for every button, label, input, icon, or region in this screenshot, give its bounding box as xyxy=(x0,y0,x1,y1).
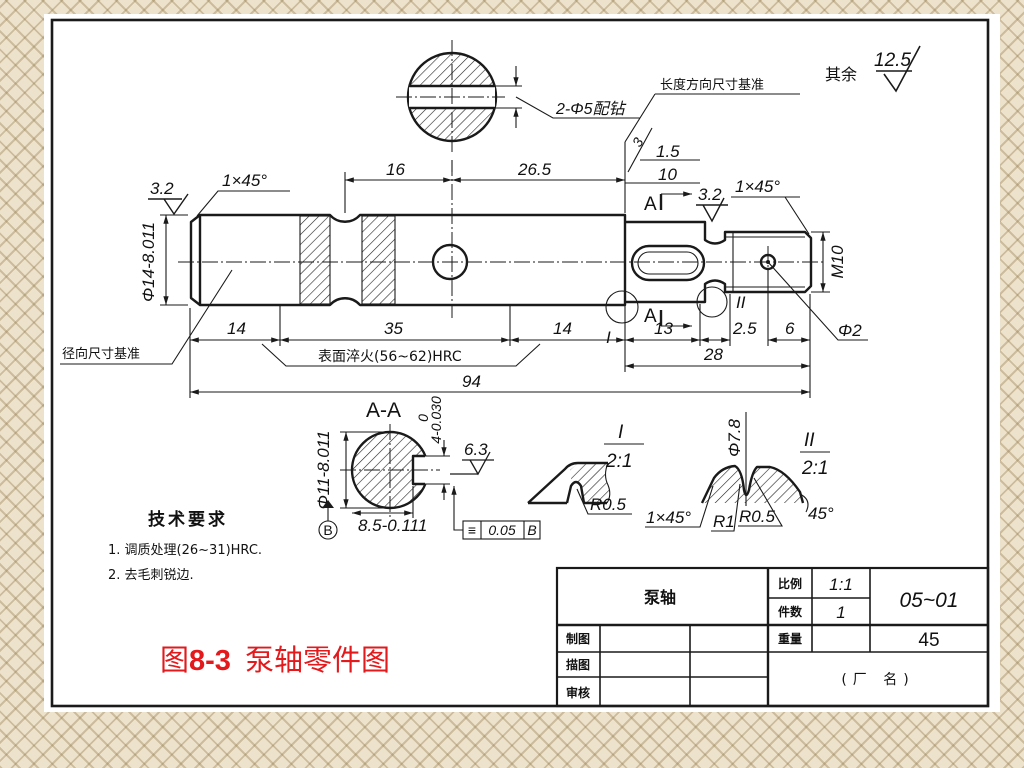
section-mark-bottom: A xyxy=(644,306,657,327)
hole-section-view: 2-Φ5配钻 xyxy=(396,40,640,152)
detail-ii-radius-1: R1 xyxy=(713,512,735,531)
tech-req-item-1: 1. 调质处理(26~31)HRC. xyxy=(108,543,262,558)
datum-radial-label: 径向尺寸基准 xyxy=(62,346,140,362)
title-block: 泵轴 比例 1:1 件数 1 05~01 重量 45 制图 描图 审核 (厂 名… xyxy=(555,566,990,708)
detail-i-radius: R0.5 xyxy=(590,495,626,514)
dim-94: 94 xyxy=(462,372,481,391)
detail-ii: II 2:1 Φ7.8 1×45° R1 R0.5 45° xyxy=(645,412,834,532)
section-a-a: A-A Φ11-8.011 0 4-0.030 6.3 8.5-0.111 B … xyxy=(314,396,541,540)
traced-label: 描图 xyxy=(566,657,590,672)
detail-ii-chamfer: 1×45° xyxy=(646,508,691,527)
tolerance-symbol: ≡ xyxy=(468,522,476,538)
quantity-value: 1 xyxy=(836,603,845,622)
left-diameter-value: Φ14-8.011 xyxy=(139,222,158,302)
scale-value: 1:1 xyxy=(829,575,853,594)
drawing-number: 05~01 xyxy=(900,589,959,612)
symmetry-tolerance-frame: ≡ 0.05 B xyxy=(451,486,541,540)
section-mark-top: A xyxy=(644,194,657,215)
keyway-width-upper: 0 xyxy=(415,414,431,422)
tech-req-title: 技术要求 xyxy=(148,509,228,530)
weight-label: 重量 xyxy=(778,631,802,646)
tolerance-value: 0.05 xyxy=(488,522,515,538)
quantity-label: 件数 xyxy=(778,604,803,619)
left-roughness-value: 3.2 xyxy=(150,179,174,198)
material-value: 45 xyxy=(918,630,939,651)
drawing-sheet xyxy=(44,14,1000,712)
detail-i: I 2:1 R0.5 xyxy=(527,422,644,515)
keyway-width: 4-0.030 xyxy=(428,396,444,444)
dim-2-5: 2.5 xyxy=(732,319,757,338)
roughness-other-label: 其余 xyxy=(825,65,857,84)
hardened-zone-1 xyxy=(299,215,331,305)
shaft-main-view xyxy=(178,160,826,318)
bottom-dimensions: 14 35 14 13 2.5 6 表面淬火(56~62)HRC 28 94 xyxy=(189,270,811,398)
company-name: (厂 名) xyxy=(841,672,914,688)
keyway-slot xyxy=(630,244,706,282)
tolerance-datum: B xyxy=(527,522,536,538)
dim-6: 6 xyxy=(785,319,795,338)
length-datum-note: 长度方向尺寸基准 xyxy=(624,77,800,143)
general-roughness: 其余 12.5 xyxy=(825,45,921,93)
detail-i-scale: 2:1 xyxy=(605,451,632,472)
right-chamfer-value: 1×45° xyxy=(735,177,780,196)
detail-ii-radius-2: R0.5 xyxy=(739,507,775,526)
dim-26-5: 26.5 xyxy=(517,160,552,179)
dim-35: 35 xyxy=(384,319,403,338)
caption-prefix: 图 xyxy=(160,643,189,677)
top-dimensions: 16 26.5 xyxy=(344,142,626,213)
dim-28: 28 xyxy=(703,345,723,364)
slide-caption: 图8-3 泵轴零件图 xyxy=(160,643,390,677)
detail-ii-diameter: Φ7.8 xyxy=(725,419,744,457)
section-aa-diameter: Φ11-8.011 xyxy=(314,431,333,510)
detail-mark-i: I xyxy=(606,328,611,347)
step-length-value: 10 xyxy=(658,165,677,184)
tech-req-item-2: 2. 去毛刺锐边. xyxy=(108,568,194,583)
pin-hole-value: Φ2 xyxy=(838,321,862,340)
hardened-zone-2 xyxy=(361,215,396,305)
surface-hardening-note: 表面淬火(56~62)HRC xyxy=(318,349,462,365)
detail-ii-angle: 45° xyxy=(808,504,834,523)
detail-i-label: I xyxy=(618,422,624,443)
detail-ii-scale: 2:1 xyxy=(801,458,828,479)
dim-14-right: 14 xyxy=(553,319,572,338)
section-marks: A A I II xyxy=(605,191,746,347)
keyway-roughness: 6.3 xyxy=(464,440,488,459)
roughness-symbol xyxy=(876,45,921,93)
drawing-frame xyxy=(50,18,990,708)
left-chamfer-value: 1×45° xyxy=(222,171,267,190)
section-aa-title: A-A xyxy=(366,399,401,422)
dim-14-left: 14 xyxy=(227,319,246,338)
dim-13: 13 xyxy=(654,319,673,338)
step-depth-value: 1.5 xyxy=(656,142,680,161)
part-name: 泵轴 xyxy=(643,588,676,607)
caption-title: 泵轴零件图 xyxy=(245,643,390,677)
keyway-depth: 8.5-0.111 xyxy=(358,516,427,535)
right-end-annotations: 3.2 1×45° M10 Φ2 xyxy=(696,177,868,341)
scale-label: 比例 xyxy=(778,576,802,591)
right-roughness-value: 3.2 xyxy=(698,185,722,204)
technical-requirements: 技术要求 1. 调质处理(26~31)HRC. 2. 去毛刺锐边. xyxy=(108,509,262,583)
checked-label: 审核 xyxy=(566,685,590,700)
dim-16: 16 xyxy=(386,160,405,179)
detail-ii-label: II xyxy=(804,430,815,451)
drawn-label: 制图 xyxy=(566,631,590,646)
datum-b: B xyxy=(323,522,332,538)
thread-value: M10 xyxy=(828,245,847,279)
caption-number: 8-3 xyxy=(189,645,231,677)
left-end-annotations: 3.2 1×45° Φ14-8.011 xyxy=(139,171,290,306)
hole-note: 2-Φ5配钻 xyxy=(555,100,627,118)
radial-datum-note: 径向尺寸基准 xyxy=(60,269,233,365)
datum-length-label: 长度方向尺寸基准 xyxy=(660,77,764,93)
roughness-other-value: 12.5 xyxy=(874,50,911,71)
detail-mark-ii: II xyxy=(736,293,746,312)
shaft-outline xyxy=(189,213,627,307)
